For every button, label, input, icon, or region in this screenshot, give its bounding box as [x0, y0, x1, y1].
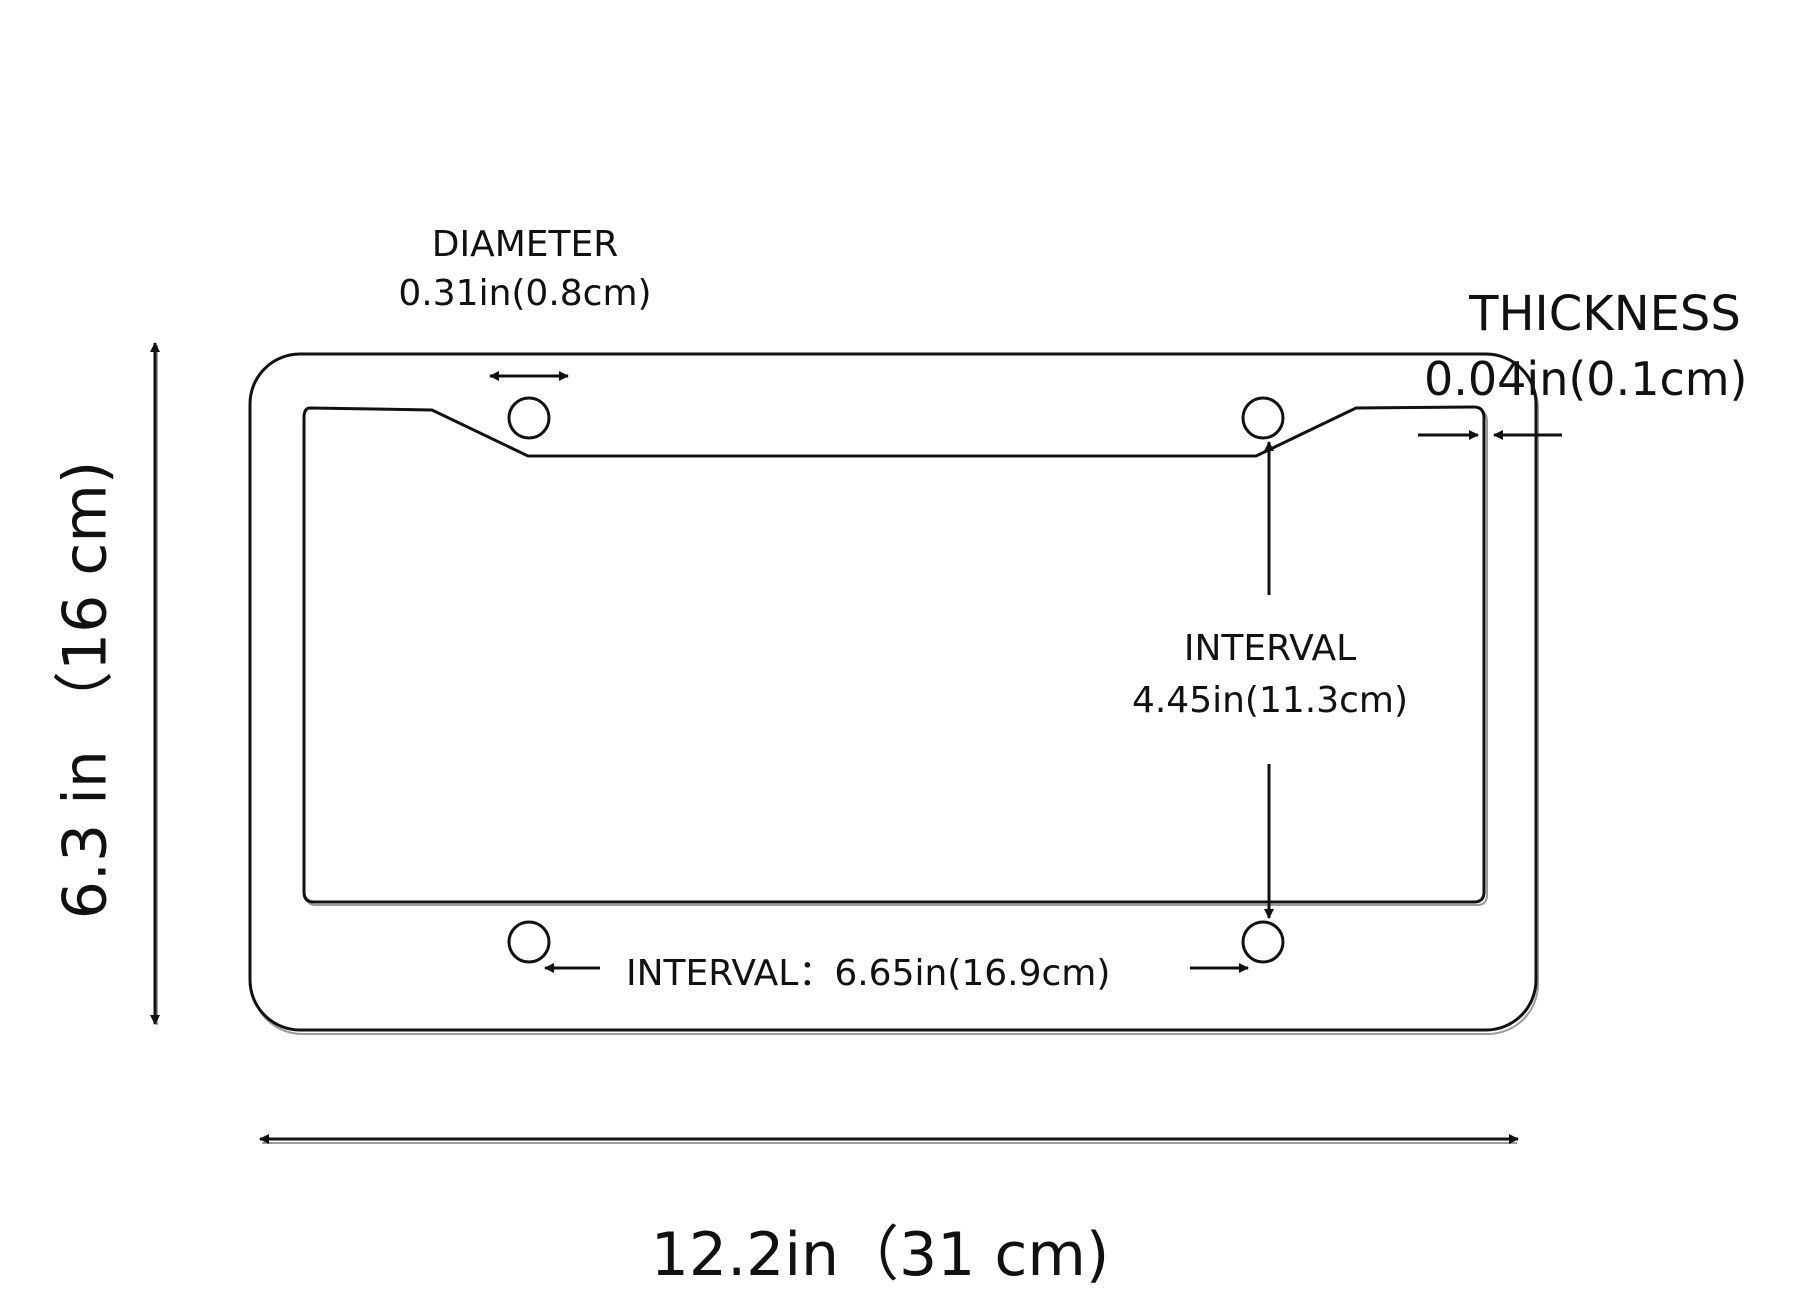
thickness-title: THICKNESS — [1469, 286, 1741, 342]
thickness-value: 0.04in(0.1cm) — [1424, 352, 1748, 406]
frame-inner-window — [302, 405, 1486, 904]
horizontal-interval-label: INTERVAL：6.65in(16.9cm) — [626, 953, 1111, 994]
width-label: 12.2in（31 cm) — [650, 1220, 1110, 1290]
mounting-hole-bottom-right — [1241, 920, 1285, 964]
diameter-value: 0.31in(0.8cm) — [398, 273, 652, 314]
diameter-title: DIAMETER — [431, 224, 619, 265]
mounting-hole-bottom-left — [507, 920, 551, 964]
mounting-hole-top-right — [1241, 396, 1285, 440]
vertical-interval-title: INTERVAL — [1183, 628, 1357, 669]
mounting-hole-top-left — [507, 396, 551, 440]
height-label: 6.3 in （16 cm) — [50, 460, 121, 920]
vertical-interval-value: 4.45in(11.3cm) — [1131, 680, 1409, 721]
